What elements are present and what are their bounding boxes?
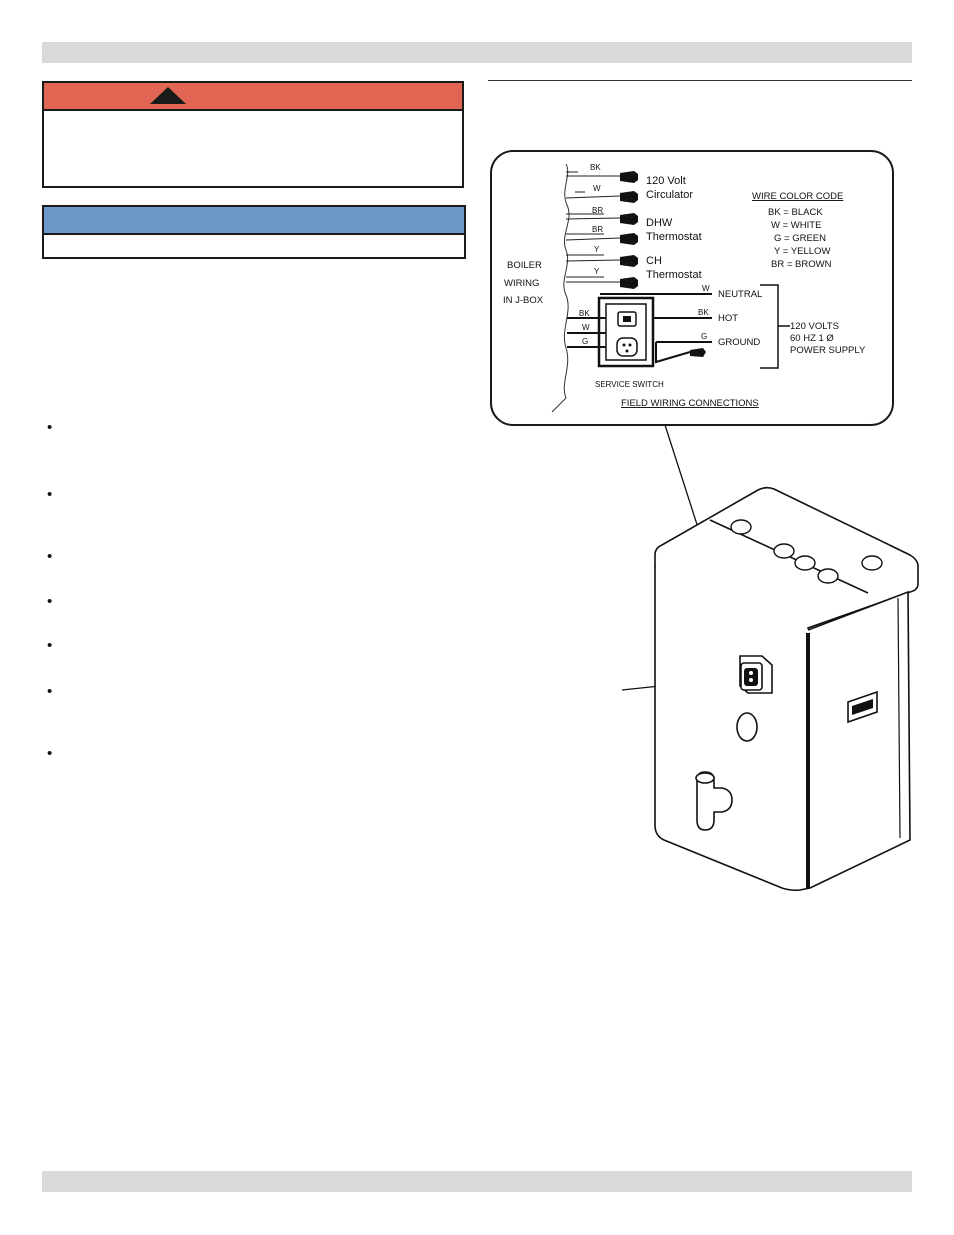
boiler-wiring-label: BOILER [507,260,542,271]
wire-label: G [582,337,588,346]
warning-box [42,81,464,188]
knockout-hole [736,712,758,742]
wire-nut-icon [620,233,638,245]
supply-label: POWER SUPPLY [790,345,866,356]
junction-box-edge [551,163,570,413]
terminal-label: Thermostat [646,231,702,243]
wire-label: Y [594,245,600,254]
ground-label: GROUND [718,337,760,348]
wire-nuts [620,171,638,289]
boiler-ports [730,519,883,584]
bullet: • [47,548,53,565]
footer-bar [42,1171,912,1192]
section-rule [488,80,912,81]
color-code-item: BR = BROWN [771,259,832,270]
bullet: • [47,486,53,503]
wire-label: W [702,284,710,293]
service-switch-label: SERVICE SWITCH [595,380,664,389]
color-code-title: WIRE COLOR CODE [752,191,843,202]
boiler-service-switch [739,655,773,694]
boiler-pipe-connection [695,771,733,831]
wire-label: Y [594,267,600,276]
bullet: • [47,637,53,654]
terminal-label: 120 Volt [646,175,686,187]
wire-label: BK [579,309,590,318]
boiler-wiring-label: IN J-BOX [503,295,544,306]
header-bar [42,42,912,63]
warning-header [44,83,462,111]
neutral-label: NEUTRAL [718,289,762,300]
wiring-callout-panel [490,150,894,426]
wire-nut-icon [620,255,638,267]
outlet-icon [616,337,638,357]
supply-wires [567,293,712,364]
wire-nut-icon [620,213,638,225]
color-code-item: BK = BLACK [768,207,823,218]
wire-nut-icon [620,191,638,203]
color-code-item: Y = YELLOW [774,246,830,257]
notice-box [42,205,466,259]
color-code-item: G = GREEN [774,233,826,244]
field-wiring-caption: FIELD WIRING CONNECTIONS [621,398,759,409]
supply-bracket [760,284,790,369]
terminal-label: DHW [646,217,673,229]
supply-label: 120 VOLTS [790,321,839,332]
wire-label: BR [592,206,603,215]
wire-label: BK [590,163,601,172]
wire-label: BR [592,225,603,234]
bullet: • [47,683,53,700]
boiler-handle [847,690,878,724]
terminal-label: Thermostat [646,269,702,281]
wire-label: W [582,323,590,332]
notice-header [44,207,464,235]
terminal-leads [565,171,621,283]
bullet: • [47,745,53,762]
terminal-label: Circulator [646,189,693,201]
wire-nut-icon [620,277,638,289]
terminal-label: CH [646,255,662,267]
wire-nut-icon [690,348,706,357]
bullet: • [47,419,53,436]
wire-label: BK [698,308,709,317]
warning-triangle-icon [150,87,186,104]
wire-label: G [701,332,707,341]
hot-label: HOT [718,313,738,324]
boiler-wiring-label: WIRING [504,278,539,289]
supply-label: 60 HZ 1 Ø [790,333,834,344]
wire-label: W [593,184,601,193]
bullet: • [47,593,53,610]
wire-nut-icon [620,171,638,183]
color-code-item: W = WHITE [771,220,821,231]
